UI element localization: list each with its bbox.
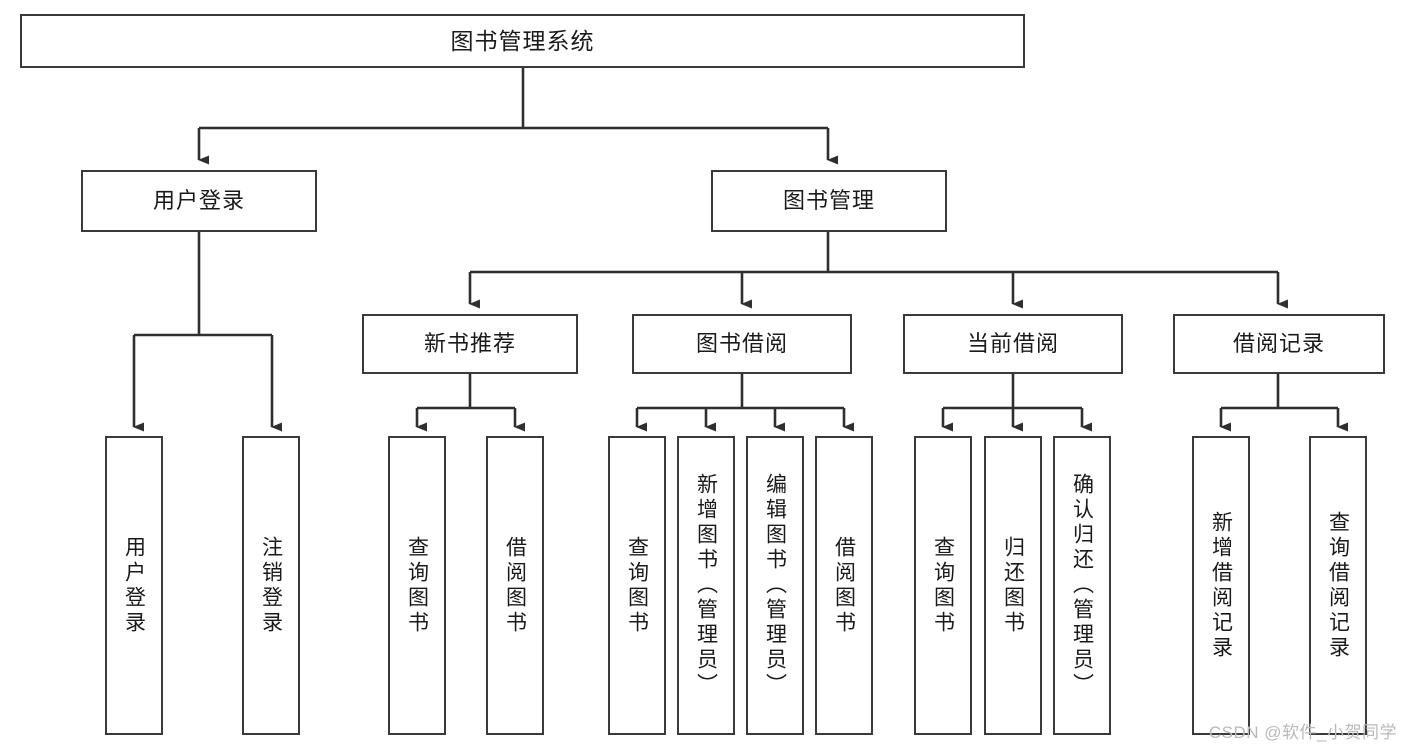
node-label: 确认归还（管理员） — [1070, 473, 1094, 698]
leaf-book-borrow-borrow[interactable]: 借阅图书 — [815, 436, 873, 735]
node-label: 新增图书（管理员） — [694, 473, 718, 698]
node-current-borrow[interactable]: 当前借阅 — [903, 314, 1123, 374]
leaf-user-login-login[interactable]: 用户登录 — [105, 436, 163, 735]
leaf-borrow-record-add[interactable]: 新增借阅记录 — [1192, 436, 1250, 735]
node-label: 查询图书 — [931, 535, 955, 636]
leaf-current-borrow-return[interactable]: 归还图书 — [984, 436, 1042, 735]
leaf-new-book-query[interactable]: 查询图书 — [388, 436, 446, 735]
node-label: 借阅记录 — [1232, 331, 1325, 357]
node-label: 图书借阅 — [695, 331, 788, 357]
node-label: 图书管理 — [782, 188, 875, 214]
node-new-book-recommend[interactable]: 新书推荐 — [362, 314, 578, 374]
leaf-user-login-logout[interactable]: 注销登录 — [242, 436, 300, 735]
node-label: 用户登录 — [122, 535, 146, 636]
leaf-borrow-record-query[interactable]: 查询借阅记录 — [1309, 436, 1367, 735]
node-label: 新书推荐 — [423, 331, 516, 357]
leaf-book-borrow-edit[interactable]: 编辑图书（管理员） — [746, 436, 804, 735]
leaf-current-borrow-confirm[interactable]: 确认归还（管理员） — [1053, 436, 1111, 735]
node-label: 查询图书 — [405, 535, 429, 636]
leaf-book-borrow-query[interactable]: 查询图书 — [608, 436, 666, 735]
node-label: 查询图书 — [625, 535, 649, 636]
leaf-current-borrow-query[interactable]: 查询图书 — [914, 436, 972, 735]
node-book-borrow[interactable]: 图书借阅 — [632, 314, 852, 374]
leaf-book-borrow-add[interactable]: 新增图书（管理员） — [677, 436, 735, 735]
node-label: 新增借阅记录 — [1209, 510, 1233, 661]
leaf-new-book-borrow[interactable]: 借阅图书 — [486, 436, 544, 735]
node-book-manage[interactable]: 图书管理 — [711, 170, 947, 232]
node-root-system[interactable]: 图书管理系统 — [20, 14, 1025, 68]
node-label: 借阅图书 — [503, 535, 527, 636]
node-label: 当前借阅 — [966, 331, 1059, 357]
node-label: 归还图书 — [1001, 535, 1025, 636]
node-label: 编辑图书（管理员） — [763, 473, 787, 698]
node-user-login[interactable]: 用户登录 — [81, 170, 317, 232]
watermark-text: CSDN @软件_小贺同学 — [1208, 723, 1397, 742]
node-label: 查询借阅记录 — [1326, 510, 1350, 661]
node-label: 借阅图书 — [832, 535, 856, 636]
node-label: 用户登录 — [152, 188, 245, 214]
node-label: 注销登录 — [259, 535, 283, 636]
node-label: 图书管理系统 — [450, 27, 595, 54]
node-borrow-record[interactable]: 借阅记录 — [1173, 314, 1385, 374]
